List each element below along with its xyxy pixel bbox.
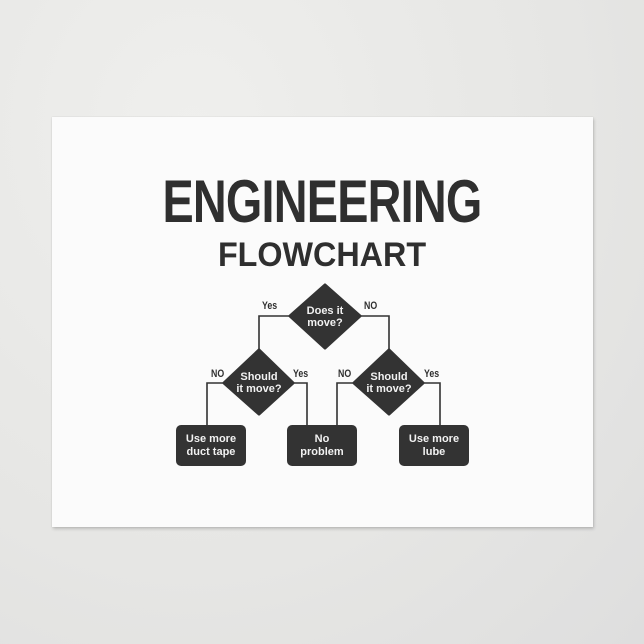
title-sub: FLOWCHART xyxy=(217,236,427,274)
outcome-no-problem-line1: No xyxy=(314,432,330,445)
connector-right-no xyxy=(336,382,356,426)
connector-root-yes xyxy=(258,315,292,350)
outcome-no-problem: No problem xyxy=(287,425,357,466)
outcome-lube-line2: lube xyxy=(422,445,446,458)
branch-left-yes: Yes xyxy=(293,368,309,380)
branch-root-no: NO xyxy=(364,300,378,312)
branch-root-yes: Yes xyxy=(262,300,278,312)
connector-root-no xyxy=(358,315,390,350)
outcome-lube-line1: Use more xyxy=(408,432,460,445)
branch-right-yes: Yes xyxy=(424,368,440,380)
connector-left-yes xyxy=(291,382,308,426)
title-main: ENGINEERING xyxy=(162,168,482,235)
outcome-duct-tape-line1: Use more xyxy=(185,432,237,445)
outcome-lube: Use more lube xyxy=(399,425,469,466)
branch-right-no: NO xyxy=(338,368,352,380)
connector-left-no xyxy=(206,382,226,426)
decision-left-diamond xyxy=(222,348,295,416)
outcome-no-problem-line2: problem xyxy=(300,445,344,458)
outcome-duct-tape-line2: duct tape xyxy=(186,445,236,458)
decision-root-diamond xyxy=(288,283,362,350)
branch-left-no: NO xyxy=(211,368,225,380)
outcome-duct-tape: Use more duct tape xyxy=(176,425,246,466)
decision-right-diamond xyxy=(352,348,425,416)
connector-right-yes xyxy=(421,382,441,426)
